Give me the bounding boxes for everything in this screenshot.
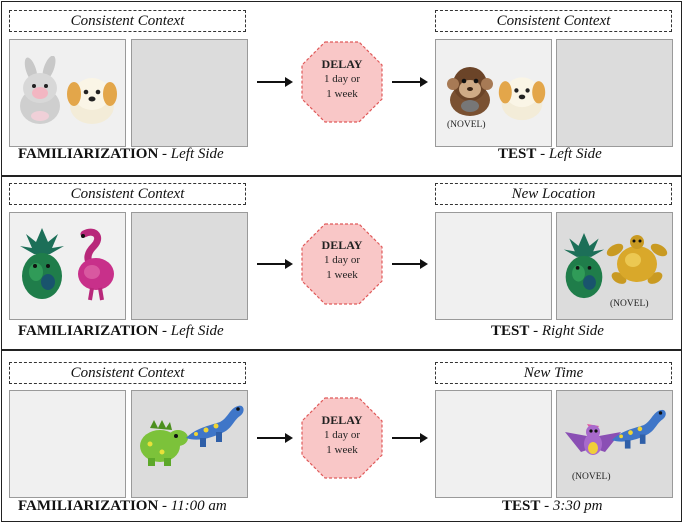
delay-duration-line2: 1 week bbox=[326, 269, 358, 281]
arrow-right-icon bbox=[392, 433, 428, 443]
delay-duration-line1: 1 day or bbox=[323, 73, 361, 85]
delay-title: DELAY bbox=[321, 238, 363, 252]
phase-name: TEST bbox=[498, 146, 537, 162]
phase-name: FAMILIARIZATION bbox=[18, 498, 159, 514]
phase-name: TEST bbox=[491, 323, 530, 339]
familiarization-context-box: Consistent Context bbox=[9, 183, 246, 205]
test-context-box: New Time bbox=[435, 362, 672, 384]
arrow-right-icon bbox=[392, 77, 428, 87]
delay-label: DELAY 1 day or 1 week bbox=[300, 413, 384, 458]
green-dinosaur-toy bbox=[140, 420, 188, 466]
delay-duration-line1: 1 day or bbox=[323, 254, 361, 266]
pineapple-toy bbox=[563, 233, 605, 299]
phase-detail: Left Side bbox=[170, 146, 224, 162]
novel-label: (NOVEL) bbox=[447, 120, 486, 130]
phase-detail: 11:00 am bbox=[170, 498, 227, 514]
delay-octagon-icon bbox=[301, 397, 383, 479]
caption-separator: - bbox=[536, 146, 549, 162]
phase-name: FAMILIARIZATION bbox=[18, 323, 159, 339]
phase-detail: Left Side bbox=[170, 323, 224, 339]
test-left-frame bbox=[435, 212, 552, 320]
delay-duration-line1: 1 day or bbox=[323, 429, 361, 441]
test-caption: TEST - Right Side bbox=[491, 323, 604, 340]
delay-label: DELAY 1 day or 1 week bbox=[300, 57, 384, 102]
blue-dinosaur-toy bbox=[611, 409, 666, 449]
familiarization-caption: FAMILIARIZATION - Left Side bbox=[18, 146, 224, 163]
familiarization-caption: FAMILIARIZATION - 11:00 am bbox=[18, 498, 227, 515]
familiarization-right-frame bbox=[131, 212, 248, 320]
arrow-right-icon bbox=[257, 259, 293, 269]
flamingo-toy bbox=[78, 228, 114, 301]
caption-separator: - bbox=[158, 146, 171, 162]
pterodactyl-toy bbox=[565, 424, 621, 455]
test-right-frame bbox=[556, 39, 673, 147]
test-context-box: Consistent Context bbox=[435, 10, 672, 32]
arrow-right-icon bbox=[392, 259, 428, 269]
blue-dinosaur-toy bbox=[186, 405, 244, 447]
familiarization-context-box: Consistent Context bbox=[9, 362, 246, 384]
phase-detail: Left Side bbox=[548, 146, 602, 162]
test-caption: TEST - 3:30 pm bbox=[502, 498, 602, 515]
caption-separator: - bbox=[529, 323, 542, 339]
familiarization-left-frame bbox=[9, 390, 126, 498]
caption-separator: - bbox=[540, 498, 553, 514]
delay-label: DELAY 1 day or 1 week bbox=[300, 238, 384, 283]
bunny-toy bbox=[20, 56, 60, 124]
monkey-toy bbox=[447, 67, 493, 116]
pineapple-toy bbox=[20, 228, 64, 299]
phase-detail: Right Side bbox=[541, 323, 604, 339]
phase-name: FAMILIARIZATION bbox=[18, 146, 159, 162]
caption-separator: - bbox=[158, 323, 171, 339]
test-context-box: New Location bbox=[435, 183, 672, 205]
familiarization-context-box: Consistent Context bbox=[9, 10, 246, 32]
test-caption: TEST - Left Side bbox=[498, 146, 602, 163]
delay-title: DELAY bbox=[321, 413, 363, 427]
delay-octagon-icon bbox=[301, 223, 383, 305]
phase-name: TEST bbox=[502, 498, 541, 514]
dog-toy bbox=[498, 77, 546, 121]
turtle-toy bbox=[606, 235, 668, 284]
novel-label: (NOVEL) bbox=[610, 299, 649, 309]
novel-label: (NOVEL) bbox=[572, 472, 611, 482]
delay-octagon-icon bbox=[301, 41, 383, 123]
dog-toy bbox=[67, 78, 117, 124]
delay-duration-line2: 1 week bbox=[326, 444, 358, 456]
delay-duration-line2: 1 week bbox=[326, 88, 358, 100]
arrow-right-icon bbox=[257, 77, 293, 87]
test-left-frame bbox=[435, 390, 552, 498]
familiarization-right-frame bbox=[131, 39, 248, 147]
delay-title: DELAY bbox=[321, 57, 363, 71]
phase-detail: 3:30 pm bbox=[552, 498, 603, 514]
familiarization-caption: FAMILIARIZATION - Left Side bbox=[18, 323, 224, 340]
arrow-right-icon bbox=[257, 433, 293, 443]
caption-separator: - bbox=[158, 498, 171, 514]
